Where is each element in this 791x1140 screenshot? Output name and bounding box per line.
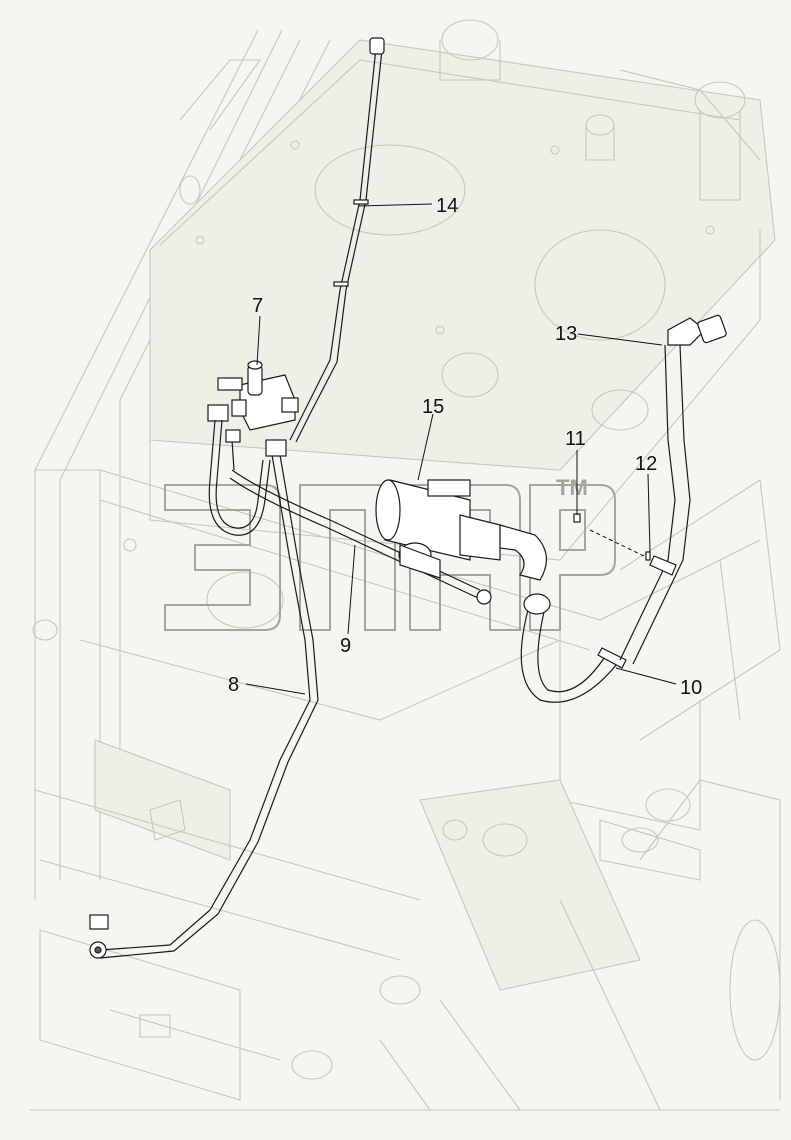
leader-lines [245, 203, 677, 695]
valve-block-7 [207, 360, 299, 431]
watermark-trademark: TM [556, 475, 588, 500]
callout-labels: 7 8 9 10 11 12 13 14 15 [228, 195, 702, 699]
callout-9: 9 [340, 635, 351, 657]
hose-loop [208, 419, 271, 536]
hose-9 [229, 469, 492, 605]
starter-pump-15 [375, 479, 547, 581]
hose-14 [289, 37, 385, 443]
callout-15: 15 [422, 396, 444, 418]
callout-10: 10 [680, 677, 702, 699]
hose-13 [619, 314, 727, 665]
callout-7: 7 [252, 295, 263, 317]
callout-8: 8 [228, 674, 239, 696]
machine-frame-background [30, 19, 781, 1111]
callout-11: 11 [565, 428, 586, 450]
hose-8 [89, 439, 319, 959]
callout-14: 14 [436, 195, 458, 217]
hose-10 [520, 593, 627, 703]
callout-12: 12 [635, 453, 657, 475]
callout-13: 13 [555, 323, 577, 345]
